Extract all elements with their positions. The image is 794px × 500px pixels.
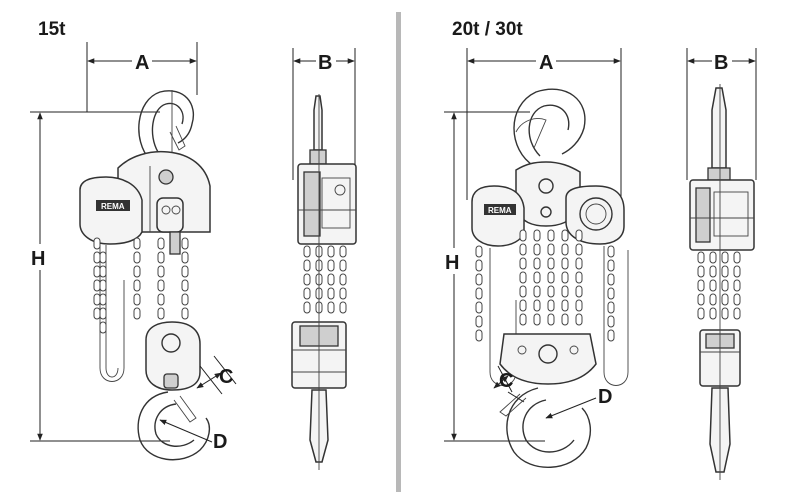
dim-label-b-left: B (318, 52, 332, 74)
dim-label-c-right: C (499, 370, 513, 392)
dim-label-h: H (31, 248, 45, 270)
dim-label-c-left: C (219, 366, 233, 388)
title-15t: 15t (38, 19, 66, 40)
front-view-20t-30t: A H REMA (442, 48, 629, 468)
brand-plate-15t (96, 200, 130, 211)
side-view-20t-30t: B (686, 48, 757, 480)
dim-label-a-right: A (539, 52, 553, 74)
dim-label-b-right: B (714, 52, 728, 74)
brand-plate-20t (484, 204, 516, 215)
dim-label-h-right: H (445, 252, 459, 274)
dim-label-d-left: D (213, 431, 227, 453)
panel-divider (396, 12, 401, 492)
brand-label-15t: REMA (101, 202, 125, 211)
front-view-15t: A H REMA (28, 42, 237, 461)
brand-label-20t: REMA (488, 206, 512, 215)
dim-label-d-right: D (598, 386, 612, 408)
title-20t-30t: 20t / 30t (452, 19, 523, 40)
dim-label-a: A (135, 52, 149, 74)
side-view-15t: B (291, 48, 357, 470)
